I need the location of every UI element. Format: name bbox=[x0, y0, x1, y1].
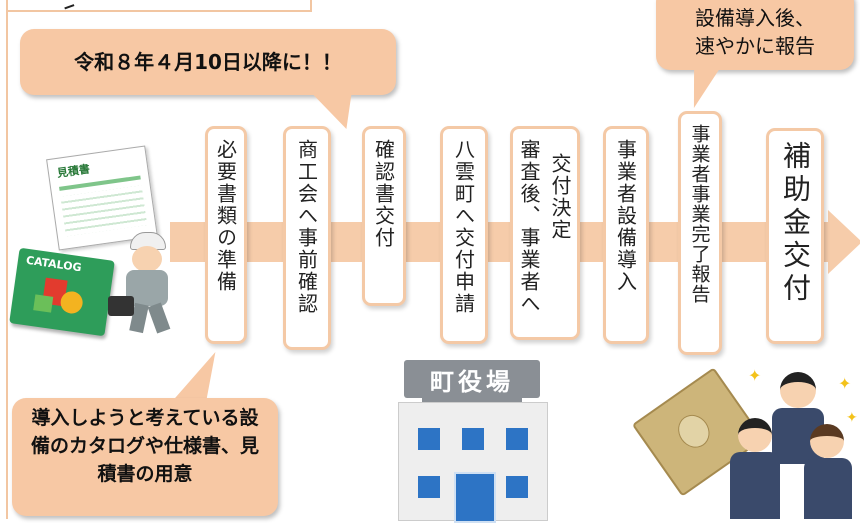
step-confirmation-issue: 確認書交付 bbox=[362, 126, 406, 306]
step-grant-payment-label: 補助金交付 bbox=[779, 141, 812, 306]
report-callout-line1: 設備導入後、 bbox=[695, 6, 815, 30]
step-equipment-installation: 事業者設備導入 bbox=[603, 126, 649, 344]
step-confirmation-issue-label: 確認書交付 bbox=[371, 139, 396, 249]
step-prepare-documents-label: 必要書類の準備 bbox=[213, 139, 238, 293]
step-chamber-precheck-label: 商工会へ事前確認 bbox=[294, 139, 319, 315]
town-hall-illustration: 町役場 bbox=[392, 360, 550, 523]
worker-illustration bbox=[108, 230, 190, 336]
left-border-line bbox=[6, 0, 8, 519]
celebrating-people-illustration: ✦ ✦ ✦ bbox=[728, 366, 860, 519]
step-grant-decision-label-col2: 交付決定 bbox=[548, 153, 572, 241]
step-completion-report-label: 事業者事業完了報告 bbox=[688, 124, 711, 304]
town-hall-sign: 町役場 bbox=[430, 368, 514, 396]
top-left-box-fragment bbox=[6, 0, 312, 12]
deadline-callout-text: 令和８年４月10日以降に！！ bbox=[74, 50, 342, 74]
step-town-application: 八雲町へ交付申請 bbox=[440, 126, 488, 344]
step-grant-payment: 補助金交付 bbox=[766, 128, 824, 344]
step-prepare-documents: 必要書類の準備 bbox=[205, 126, 247, 344]
flow-arrow-head bbox=[828, 210, 860, 274]
step-grant-decision: 審査後、事業者へ 交付決定 bbox=[510, 126, 580, 340]
catalog-title: CATALOG bbox=[25, 253, 83, 275]
prep-callout-text: 導入しようと考えている設備のカタログや仕様書、見積書の用意 bbox=[30, 407, 259, 485]
flow-arrow bbox=[170, 222, 830, 262]
step-chamber-precheck: 商工会へ事前確認 bbox=[283, 126, 331, 350]
catalog-illustration: CATALOG bbox=[9, 247, 115, 337]
report-callout-tail bbox=[677, 68, 721, 108]
prep-callout: 導入しようと考えている設備のカタログや仕様書、見積書の用意 bbox=[12, 398, 278, 516]
step-completion-report: 事業者事業完了報告 bbox=[678, 111, 722, 355]
deadline-callout: 令和８年４月10日以降に！！ bbox=[20, 29, 396, 95]
step-grant-decision-label-col1: 審査後、事業者へ bbox=[517, 139, 541, 315]
deadline-callout-tail bbox=[311, 93, 373, 129]
report-callout-line2: 速やかに報告 bbox=[695, 34, 815, 58]
report-callout: 設備導入後、 速やかに報告 bbox=[656, 0, 854, 70]
step-town-application-label: 八雲町へ交付申請 bbox=[451, 139, 476, 315]
step-equipment-installation-label: 事業者設備導入 bbox=[613, 139, 638, 293]
